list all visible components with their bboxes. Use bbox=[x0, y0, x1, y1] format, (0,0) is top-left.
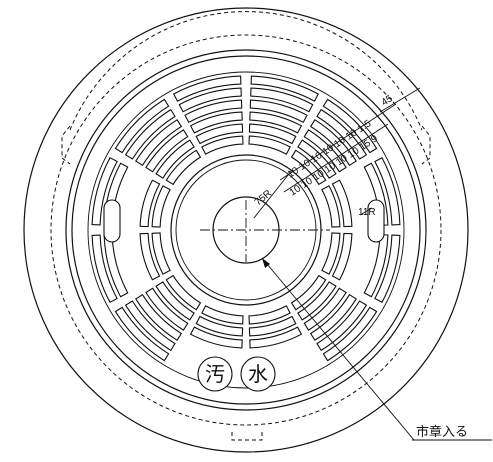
char-label-right: 水 bbox=[248, 362, 268, 386]
pattern-slot bbox=[114, 306, 170, 362]
pattern-slot bbox=[249, 326, 303, 349]
pattern-slot bbox=[249, 99, 308, 124]
pattern-slot bbox=[135, 293, 183, 341]
pattern-slot bbox=[309, 293, 357, 341]
pattern-slot bbox=[321, 185, 341, 228]
pick-slot-left bbox=[103, 199, 121, 243]
pattern-slot bbox=[363, 234, 389, 298]
pattern-slot bbox=[321, 232, 341, 275]
pattern-slot bbox=[165, 274, 202, 311]
pattern-slot bbox=[178, 87, 242, 113]
pattern-slot bbox=[114, 98, 170, 154]
emblem-leader-line bbox=[261, 257, 415, 441]
pattern-slot bbox=[91, 234, 118, 304]
emblem-leader-arrowhead bbox=[262, 258, 270, 268]
pattern-slot bbox=[145, 287, 189, 331]
dimension-line-outer bbox=[379, 87, 421, 113]
pattern-slot bbox=[155, 281, 195, 321]
pattern-slot bbox=[297, 281, 337, 321]
pattern-slot bbox=[124, 300, 176, 352]
pattern-slot bbox=[201, 135, 244, 155]
pick-slot-right bbox=[367, 199, 385, 243]
cover-rim-outer bbox=[65, 49, 427, 411]
pattern-slot bbox=[374, 156, 401, 226]
pattern-slot bbox=[309, 119, 357, 167]
dashed-hinge-outline bbox=[61, 11, 431, 441]
pattern-slot bbox=[248, 315, 297, 337]
pattern-slot bbox=[155, 139, 195, 179]
pattern-slot bbox=[331, 179, 353, 228]
circled-kanji-icon-left bbox=[197, 356, 233, 392]
pattern-slot bbox=[124, 108, 176, 160]
radius-leader-11 bbox=[359, 207, 373, 216]
pattern-slot bbox=[201, 305, 244, 325]
pattern-slot bbox=[248, 305, 291, 325]
pattern-slot bbox=[297, 139, 337, 179]
pattern-slot bbox=[145, 129, 189, 173]
radius-label-11: 11R bbox=[358, 207, 376, 218]
pattern-slot bbox=[290, 274, 327, 311]
outer-frame-circle bbox=[23, 7, 469, 453]
radius-leader-75 bbox=[253, 169, 293, 219]
pattern-slot bbox=[331, 232, 353, 281]
pattern-slot bbox=[290, 149, 327, 186]
pattern-slot bbox=[135, 119, 183, 167]
pattern-slot bbox=[139, 179, 161, 228]
char-label-left: 汚 bbox=[205, 362, 225, 386]
cover-rim-inner bbox=[71, 55, 421, 405]
pattern-slot bbox=[184, 99, 243, 124]
pattern-slot bbox=[249, 111, 303, 134]
pattern-slot bbox=[250, 87, 314, 113]
pattern-slot bbox=[322, 98, 378, 154]
circled-kanji-icon-right bbox=[240, 356, 276, 392]
pattern-slot bbox=[189, 326, 243, 349]
pattern-slot bbox=[195, 123, 244, 145]
pattern-slot bbox=[172, 75, 242, 102]
pattern-slot bbox=[151, 232, 171, 275]
emblem-note: 市章入る bbox=[416, 424, 468, 440]
dimension-line-upper bbox=[279, 103, 397, 181]
pattern-slot bbox=[374, 234, 401, 304]
pattern-slot bbox=[248, 123, 297, 145]
cover-pattern-border bbox=[87, 71, 405, 389]
pattern-slot bbox=[139, 232, 161, 281]
radius-label-75: 75R bbox=[253, 188, 274, 208]
pattern-slot bbox=[248, 135, 291, 155]
pattern-slot bbox=[165, 149, 202, 186]
radial-slot-pattern bbox=[91, 75, 401, 362]
pattern-slot bbox=[195, 315, 244, 337]
pattern-slot bbox=[189, 111, 243, 134]
pattern-slot bbox=[151, 185, 171, 228]
pattern-slot bbox=[91, 156, 118, 226]
dashed-ring bbox=[50, 34, 442, 426]
dimension-line-lower bbox=[283, 123, 389, 193]
pattern-slot bbox=[303, 287, 347, 331]
pattern-slot bbox=[250, 75, 320, 102]
